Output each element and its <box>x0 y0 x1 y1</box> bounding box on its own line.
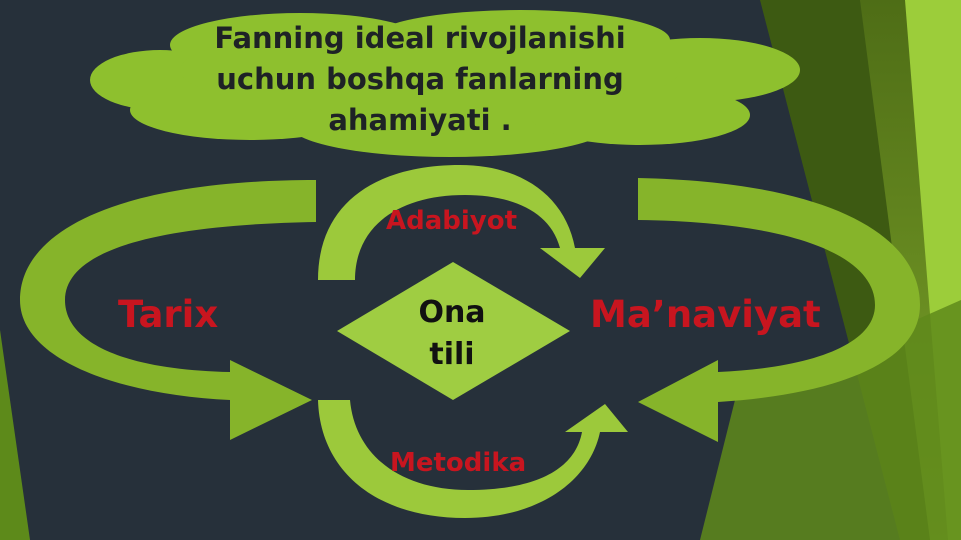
arrow-adabiyot <box>318 165 605 280</box>
title-line: Fanning ideal rivojlanishi <box>214 21 626 55</box>
title-cloud <box>90 10 800 157</box>
center-line: tili <box>429 337 475 372</box>
arrow-metodika <box>318 400 628 518</box>
label-adabiyot: Adabiyot <box>386 206 518 236</box>
arrow-manaviyat <box>638 178 920 442</box>
stripe-bottom <box>700 300 961 540</box>
center-line: Ona <box>418 295 486 330</box>
center-diamond <box>337 262 570 400</box>
stripe-left <box>0 330 30 540</box>
label-tarix: Tarix <box>118 293 219 336</box>
label-manaviyat: Ma’naviyat <box>590 293 821 336</box>
title-line: ahamiyati . <box>328 103 512 137</box>
label-ona-tili: Ona tili <box>412 292 492 376</box>
diagram-title: Fanning ideal rivojlanishi uchun boshqa … <box>170 18 670 141</box>
title-line: uchun boshqa fanlarning <box>216 62 624 96</box>
arrow-tarix <box>20 180 316 440</box>
label-metodika: Metodika <box>390 448 527 478</box>
